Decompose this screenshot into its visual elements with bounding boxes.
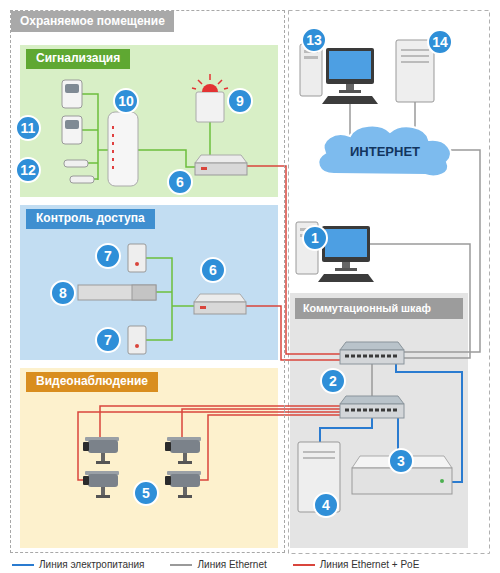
callout-number: 6 [201, 258, 225, 282]
callout-circle [51, 281, 75, 305]
panel-heading: Коммутационный шкаф [295, 298, 463, 319]
callout-number: 12 [16, 158, 40, 182]
callout-circle [96, 328, 120, 352]
cloud-label: ИНТЕРНЕТ [350, 144, 420, 159]
callout-number: 9 [228, 89, 252, 113]
callout-circle [428, 30, 452, 54]
callout-circle [201, 258, 225, 282]
callout-circle [321, 369, 345, 393]
callout-circle [302, 28, 326, 52]
legend-line [170, 564, 192, 566]
callout-circle [314, 493, 338, 517]
legend-line [12, 564, 34, 566]
callout-number: 2 [321, 369, 345, 393]
callout-number: 1 [303, 226, 327, 250]
callout-number: 13 [302, 28, 326, 52]
panel-ground [20, 368, 278, 548]
protected-area: Охраняемое помещениеСигнализацияКонтроль… [10, 10, 285, 553]
callout-circle [134, 481, 158, 505]
legend-text: Линия электропитания [39, 559, 144, 571]
callout-circle [168, 170, 192, 194]
legend-item: Линия Ethernet + PoE [293, 559, 420, 571]
rack-panel: Коммутационный шкаф [290, 293, 468, 548]
callout-circle [303, 226, 327, 250]
callout-number: 14 [428, 30, 452, 54]
panel-heading: Видеонаблюдение [26, 372, 158, 392]
callout-number: 10 [114, 89, 138, 113]
callout-circle [16, 116, 40, 140]
callout-circle [16, 158, 40, 182]
callout-number: 7 [96, 244, 120, 268]
callout-number: 8 [51, 281, 75, 305]
callout-number: 6 [168, 170, 192, 194]
callout-circle [389, 449, 413, 473]
callout-number: 7 [96, 328, 120, 352]
callout-circle [228, 89, 252, 113]
video-panel: Видеонаблюдение [20, 368, 278, 548]
callout-circle [114, 89, 138, 113]
legend-text: Линия Ethernet [197, 559, 266, 571]
panel-heading: Охраняемое помещение [11, 11, 174, 32]
legend-item: Линия электропитания [12, 559, 144, 571]
legend-item: Линия Ethernet [170, 559, 266, 571]
alarm-panel: Сигнализация [20, 45, 278, 197]
panel-heading: Сигнализация [26, 49, 130, 69]
legend-text: Линия Ethernet + PoE [320, 559, 420, 571]
cloud-shape [318, 126, 450, 177]
legend: Линия электропитания Линия Ethernet Линия … [12, 558, 445, 571]
callout-number: 3 [389, 449, 413, 473]
panel-heading: Контроль доступа [26, 209, 155, 229]
legend-line [293, 564, 315, 566]
callout-circle [96, 244, 120, 268]
callout-number: 11 [16, 116, 40, 140]
access-panel: Контроль доступа [20, 205, 278, 360]
callout-number: 4 [314, 493, 338, 517]
internet-cloud: ИНТЕРНЕТ [312, 122, 458, 180]
callout-number: 5 [134, 481, 158, 505]
